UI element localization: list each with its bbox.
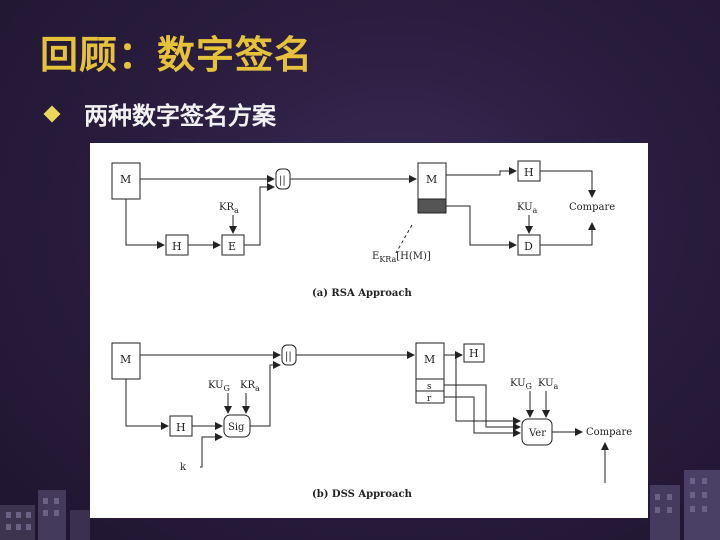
dss-kug-label: KUG	[208, 380, 230, 393]
rsa-compare-label: Compare	[569, 202, 615, 213]
rsa-approach: M H E KRa || M H	[111, 160, 615, 299]
signature-diagram: M H E KRa || M H	[90, 143, 648, 518]
rsa-ku-label: KUa	[517, 202, 538, 215]
rsa-recv-hash-label: H	[524, 166, 534, 179]
rsa-message-label: M	[120, 173, 131, 186]
rsa-encrypt-label: E	[228, 240, 236, 253]
rsa-recv-message-box	[417, 162, 447, 200]
dss-message-label: M	[120, 353, 131, 366]
rsa-signature-box	[417, 198, 447, 214]
dss-recv-message-label: M	[424, 353, 435, 366]
dss-recv-hash-label: H	[469, 347, 479, 360]
rsa-kr-label: KRa	[219, 202, 239, 215]
dss-concat-label: ||	[285, 351, 292, 362]
dss-sign-label: Sig	[228, 422, 245, 433]
dss-hash-label: H	[176, 421, 186, 434]
dss-recv-hash-box	[463, 343, 485, 363]
rsa-hash-label: H	[172, 240, 182, 253]
dss-r-label: r	[427, 394, 432, 404]
dss-k-label: k	[180, 462, 187, 473]
slide-title: 回顾：数字签名	[40, 33, 314, 77]
dss-verify-label: Ver	[528, 428, 546, 439]
rsa-caption: (a) RSA Approach	[312, 288, 412, 299]
diamond-bullet-icon	[43, 105, 61, 122]
bullet-item: 两种数字签名方案	[43, 96, 276, 131]
dss-ku-label: KUa	[538, 378, 559, 391]
dss-message-box	[111, 342, 141, 380]
dss-approach: M H Sig KUG KRa k || M s r H	[111, 342, 632, 500]
dss-s-label: s	[427, 382, 432, 392]
rsa-recv-message-label: M	[426, 173, 437, 186]
city-skyline-decoration	[0, 470, 720, 540]
dss-kug2-label: KUG	[510, 378, 532, 391]
dss-kr-label: KRa	[240, 380, 260, 393]
dss-recv-message-box	[415, 342, 445, 380]
dss-compare-label: Compare	[586, 427, 632, 438]
dss-caption: (b) DSS Approach	[312, 489, 413, 500]
rsa-sig-annotation: EKRa[H(M)]	[372, 251, 431, 264]
bullet-text: 两种数字签名方案	[84, 102, 276, 130]
rsa-decrypt-label: D	[524, 240, 533, 253]
signature-diagram-svg: M H E KRa || M H	[111, 160, 632, 500]
rsa-concat-label: ||	[279, 175, 286, 186]
